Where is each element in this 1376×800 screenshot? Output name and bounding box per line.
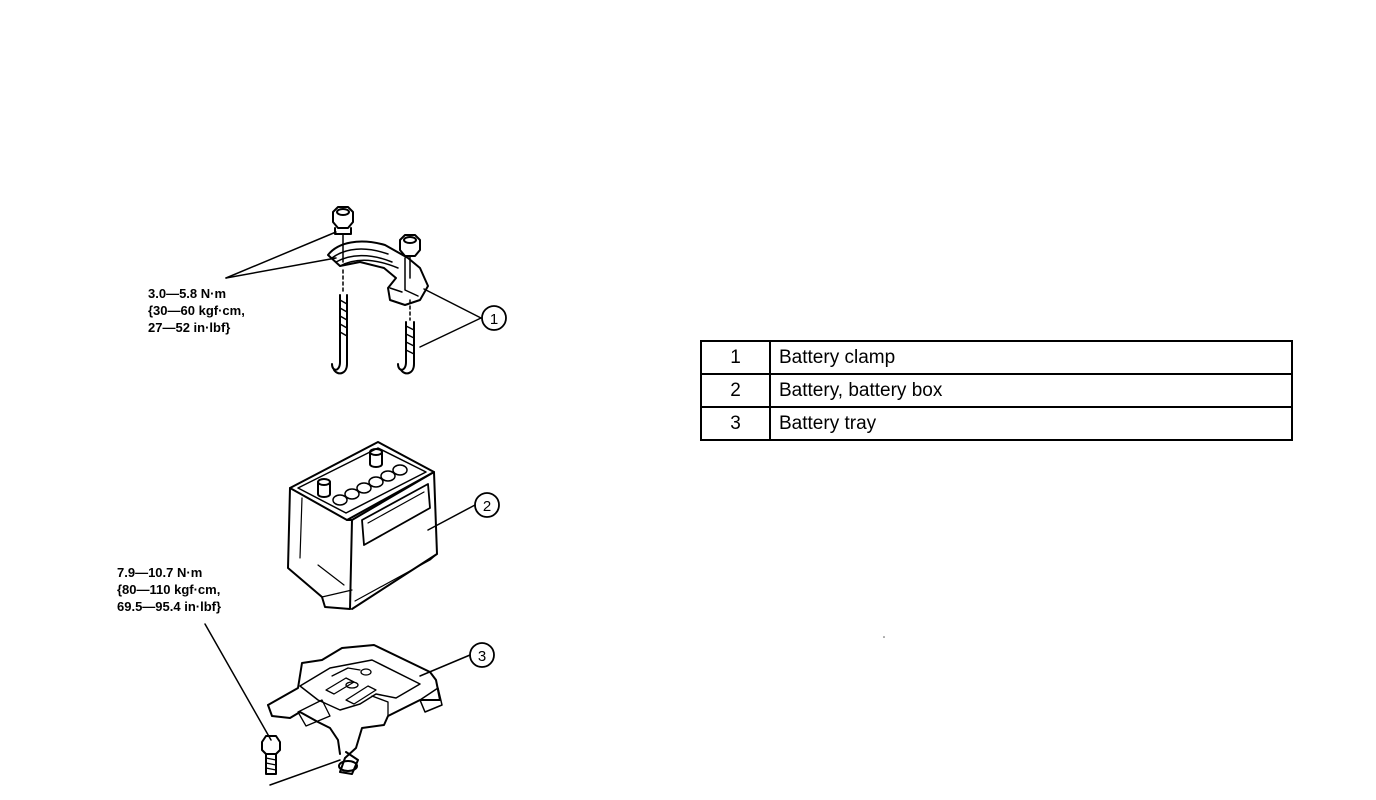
torque-tray-inlbf: 69.5—95.4 in·lbf}: [117, 599, 222, 614]
legend-label: Battery clamp: [769, 340, 1293, 375]
legend-number: 2: [700, 373, 771, 408]
legend-number: 3: [700, 406, 771, 441]
scan-speck: [883, 636, 885, 638]
legend-number: 1: [700, 340, 771, 375]
callout-2-number: 2: [483, 498, 491, 515]
torque-tray-nm: 7.9—10.7 N·m: [117, 565, 203, 580]
battery-drawing: 2: [287, 441, 500, 610]
callout-1: 1: [481, 305, 507, 331]
battery-clamp-drawing: 1: [225, 206, 507, 375]
callout-3-number: 3: [478, 648, 486, 665]
legend-label: Battery, battery box: [769, 373, 1293, 408]
callout-2: 2: [474, 492, 500, 518]
callout-1-number: 1: [490, 311, 498, 328]
clamp-nut-right: [399, 234, 421, 257]
clamp-callout-leaders: [419, 288, 482, 348]
legend-label: Battery tray: [769, 406, 1293, 441]
clamp-j-bolt-left: [331, 269, 348, 375]
callout-3: 3: [469, 642, 495, 668]
legend-row: 1 Battery clamp: [700, 340, 1293, 375]
battery-terminal-right: [369, 448, 383, 468]
torque-clamp-kgf: {30—60 kgf·cm,: [148, 303, 245, 318]
clamp-j-bolt-right: [397, 299, 415, 375]
battery-cell-caps: [332, 464, 408, 506]
torque-spec-tray: 7.9—10.7 N·m {80—110 kgf·cm, 69.5—95.4 i…: [117, 564, 221, 615]
legend-row: 3 Battery tray: [700, 406, 1293, 441]
torque-clamp-inlbf: 27—52 in·lbf}: [148, 320, 231, 335]
tray-bolt: [261, 735, 281, 775]
torque-clamp-nm: 3.0—5.8 N·m: [148, 286, 227, 301]
torque-spec-clamp: 3.0—5.8 N·m {30—60 kgf·cm, 27—52 in·lbf}: [148, 285, 245, 336]
clamp-nut-left: [332, 206, 354, 235]
legend-row: 2 Battery, battery box: [700, 373, 1293, 408]
clamp-torque-leaders: [225, 231, 337, 279]
torque-tray-kgf: {80—110 kgf·cm,: [117, 582, 221, 597]
parts-legend-table: 1 Battery clamp 2 Battery, battery box 3…: [700, 340, 1293, 441]
clamp-bar: [327, 233, 429, 306]
battery-tray-drawing: 3: [204, 623, 495, 786]
battery-terminal-left: [317, 478, 331, 498]
